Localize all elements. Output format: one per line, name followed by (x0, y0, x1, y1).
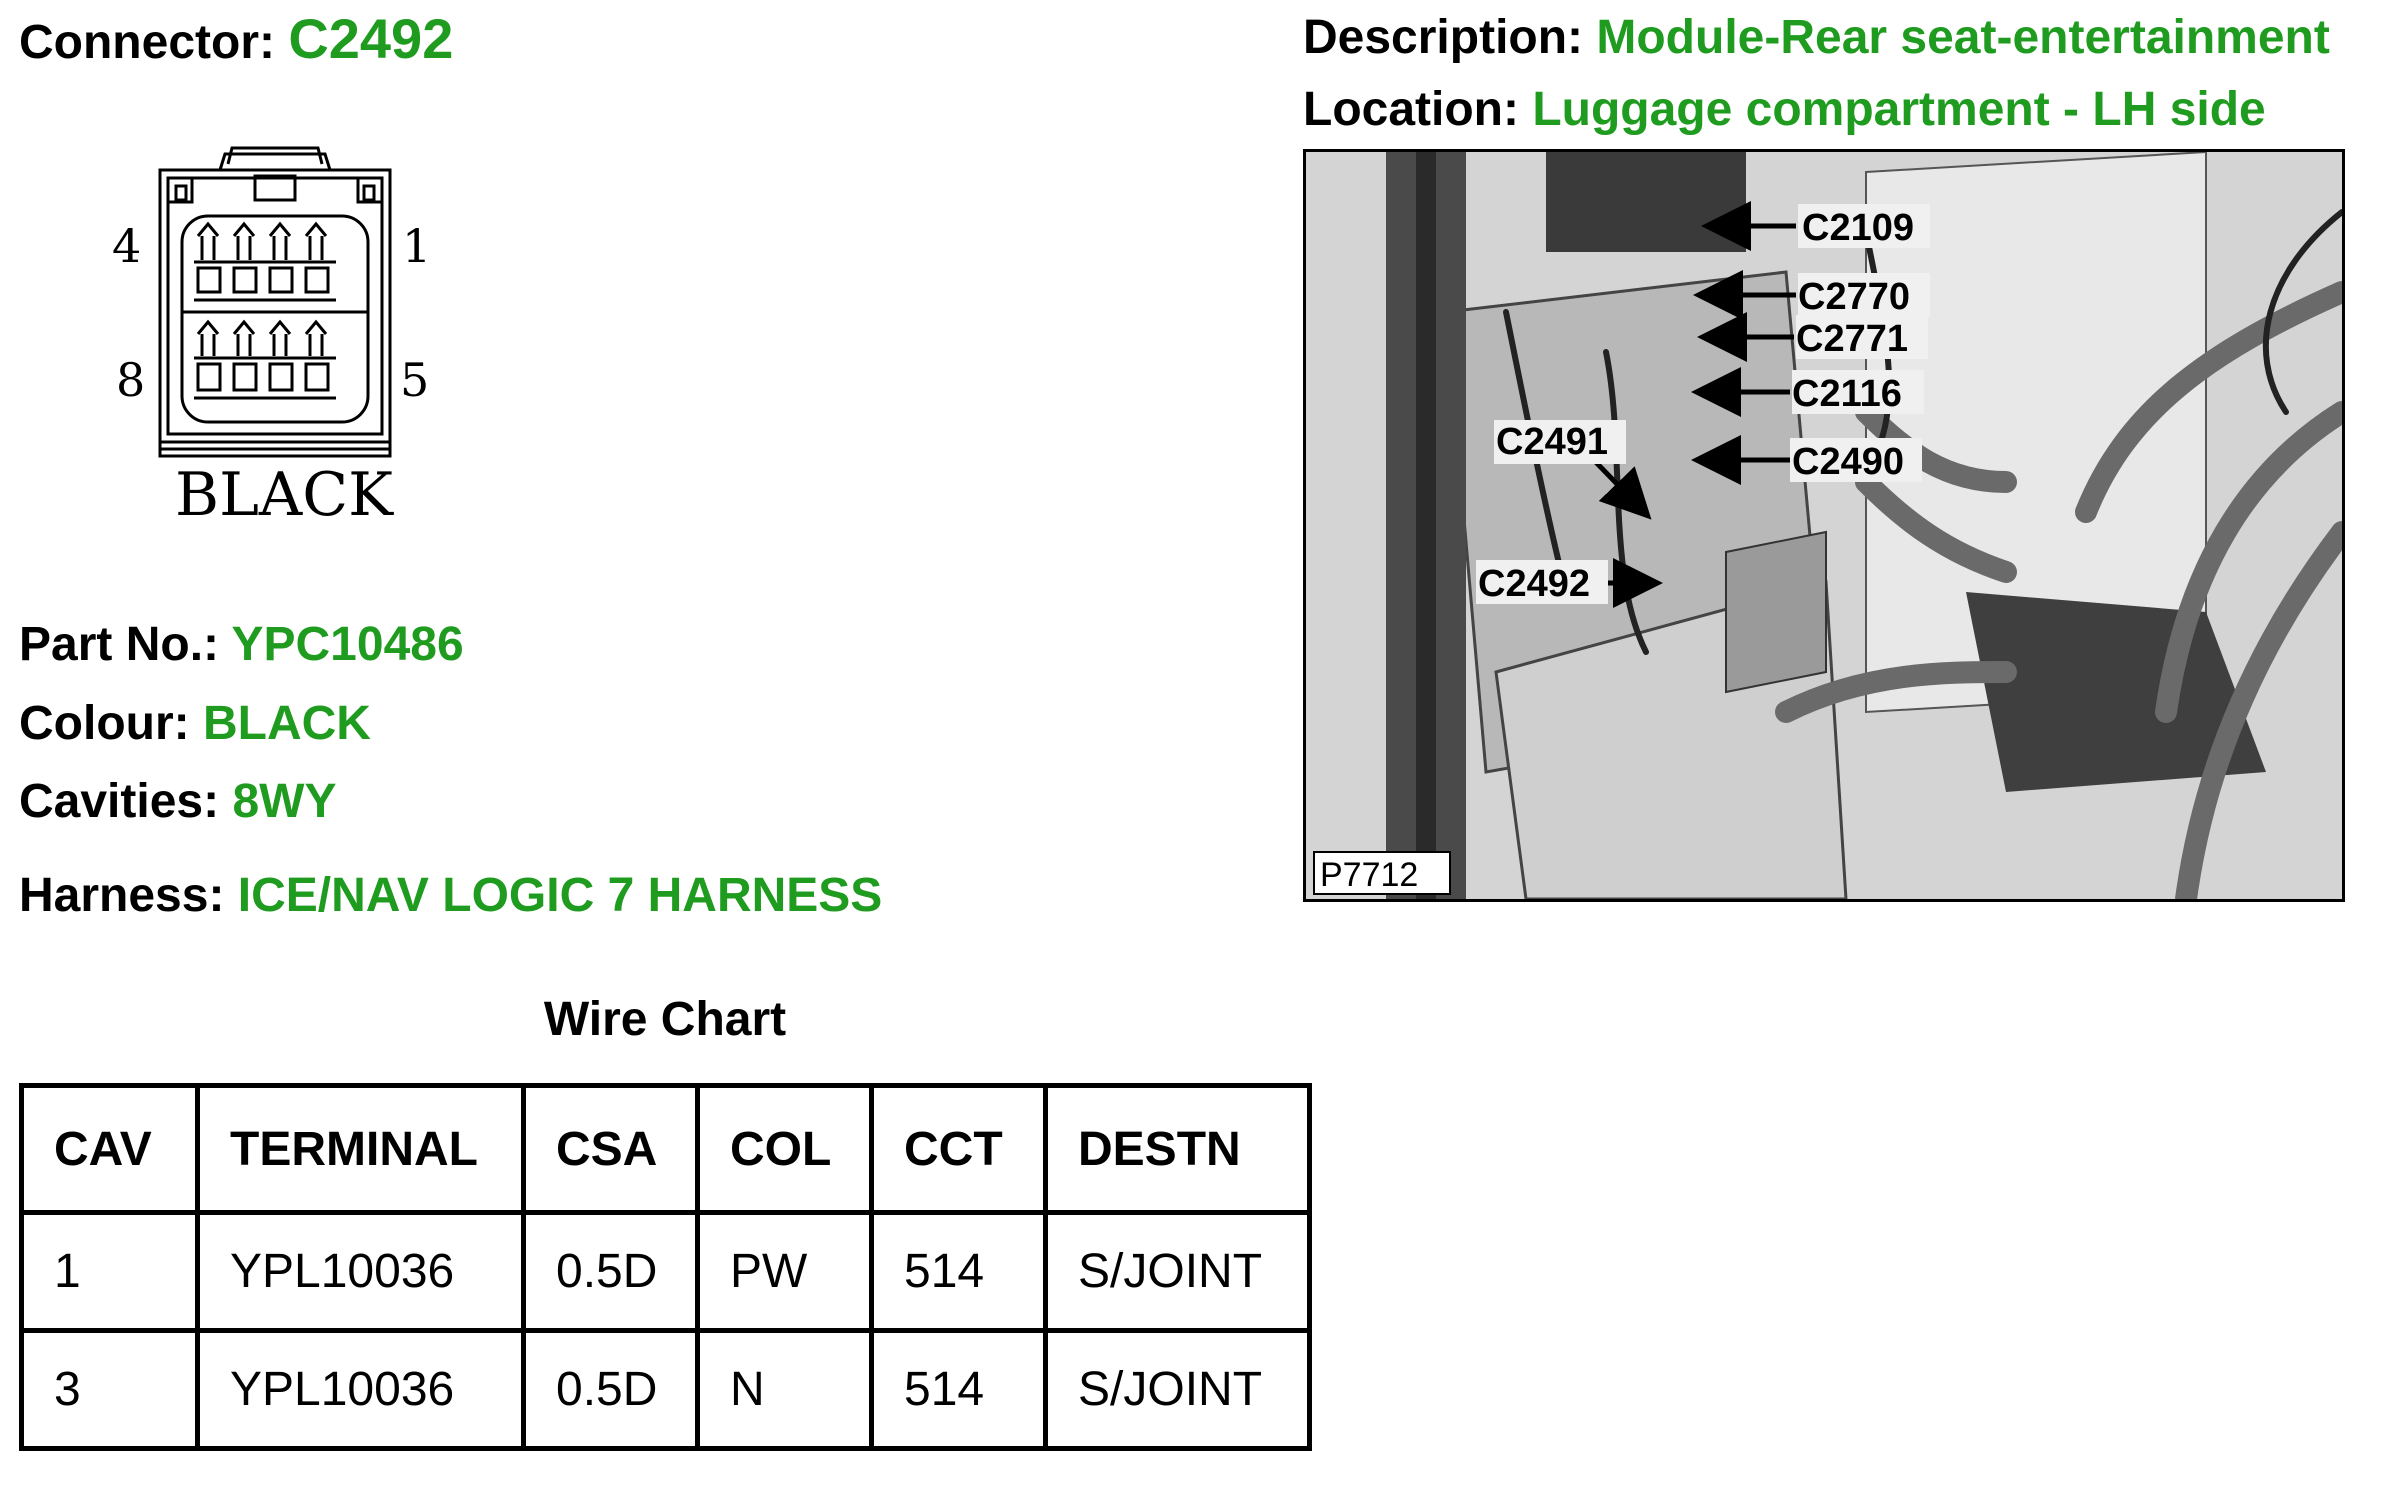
description-line: Description: Module-Rear seat-entertainm… (1303, 10, 2330, 65)
callout-c2109: C2109 (1802, 207, 1914, 249)
cell-destn: S/JOINT (1043, 1210, 1312, 1333)
wire-chart-table: CAV TERMINAL CSA COL CCT DESTN 1 YPL1003… (19, 1083, 1312, 1451)
header-csa: CSA (521, 1083, 700, 1215)
cell-col: N (695, 1328, 874, 1451)
cavities-value: 8WY (232, 775, 337, 828)
table-header-row: CAV TERMINAL CSA COL CCT DESTN (19, 1083, 1312, 1215)
connector-label: Connector: (19, 16, 275, 69)
header-terminal: TERMINAL (195, 1083, 526, 1215)
harness-line: Harness: ICE/NAV LOGIC 7 HARNESS (19, 868, 882, 923)
cell-cav: 3 (19, 1328, 200, 1451)
header-cct: CCT (869, 1083, 1048, 1215)
table-row: 3 YPL10036 0.5D N 514 S/JOINT (19, 1328, 1312, 1451)
cell-destn: S/JOINT (1043, 1328, 1312, 1451)
description-label: Description: (1303, 11, 1584, 64)
callout-c2770: C2770 (1798, 276, 1910, 318)
cavities-label: Cavities: (19, 775, 220, 828)
connector-code: C2492 (288, 7, 454, 70)
photo-reference: P7712 (1320, 856, 1418, 894)
wire-chart-title: Wire Chart (543, 993, 787, 1046)
harness-label: Harness: (19, 869, 225, 922)
part-no-label: Part No.: (19, 618, 220, 671)
cell-cct: 514 (869, 1328, 1048, 1451)
callout-c2491: C2491 (1496, 421, 1608, 463)
pin-label-8: 8 (116, 353, 145, 407)
header-cav: CAV (19, 1083, 200, 1215)
callout-c2492: C2492 (1478, 563, 1590, 605)
part-no-value: YPC10486 (231, 618, 464, 671)
connector-color-label: BLACK (175, 460, 394, 530)
connector-header: Connector: C2492 (19, 6, 453, 71)
cell-cav: 1 (19, 1210, 200, 1333)
harness-value: ICE/NAV LOGIC 7 HARNESS (237, 869, 883, 922)
cell-cct: 514 (869, 1210, 1048, 1333)
pin-label-4: 4 (112, 219, 141, 273)
cell-terminal: YPL10036 (195, 1328, 526, 1451)
location-label: Location: (1303, 83, 1519, 136)
cell-terminal: YPL10036 (195, 1210, 526, 1333)
pin-label-1: 1 (402, 219, 431, 273)
callout-c2490: C2490 (1792, 441, 1904, 483)
header-destn: DESTN (1043, 1083, 1312, 1215)
colour-line: Colour: BLACK (19, 696, 371, 751)
cavities-line: Cavities: 8WY (19, 774, 336, 829)
location-value: Luggage compartment - LH side (1532, 83, 2266, 136)
location-line: Location: Luggage compartment - LH side (1303, 82, 2266, 137)
header-col: COL (695, 1083, 874, 1215)
colour-value: BLACK (202, 697, 371, 750)
callout-c2771: C2771 (1796, 318, 1908, 360)
cell-csa: 0.5D (521, 1328, 700, 1451)
description-value: Module-Rear seat-entertainment (1596, 11, 2330, 64)
pin-label-5: 5 (400, 353, 429, 407)
location-photo: C2109 C2770 C2771 C2116 C2490 C2491 C249… (1303, 149, 2345, 902)
cell-col: PW (695, 1210, 874, 1333)
connector-pinout-diagram: 4 1 8 5 BLACK (112, 146, 431, 530)
table-row: 1 YPL10036 0.5D PW 514 S/JOINT (19, 1210, 1312, 1333)
colour-label: Colour: (19, 697, 190, 750)
location-illustration: C2109 C2770 C2771 C2116 C2490 C2491 C249… (1306, 152, 2342, 899)
callout-c2116: C2116 (1792, 373, 1902, 415)
part-no-line: Part No.: YPC10486 (19, 617, 464, 672)
cell-csa: 0.5D (521, 1210, 700, 1333)
